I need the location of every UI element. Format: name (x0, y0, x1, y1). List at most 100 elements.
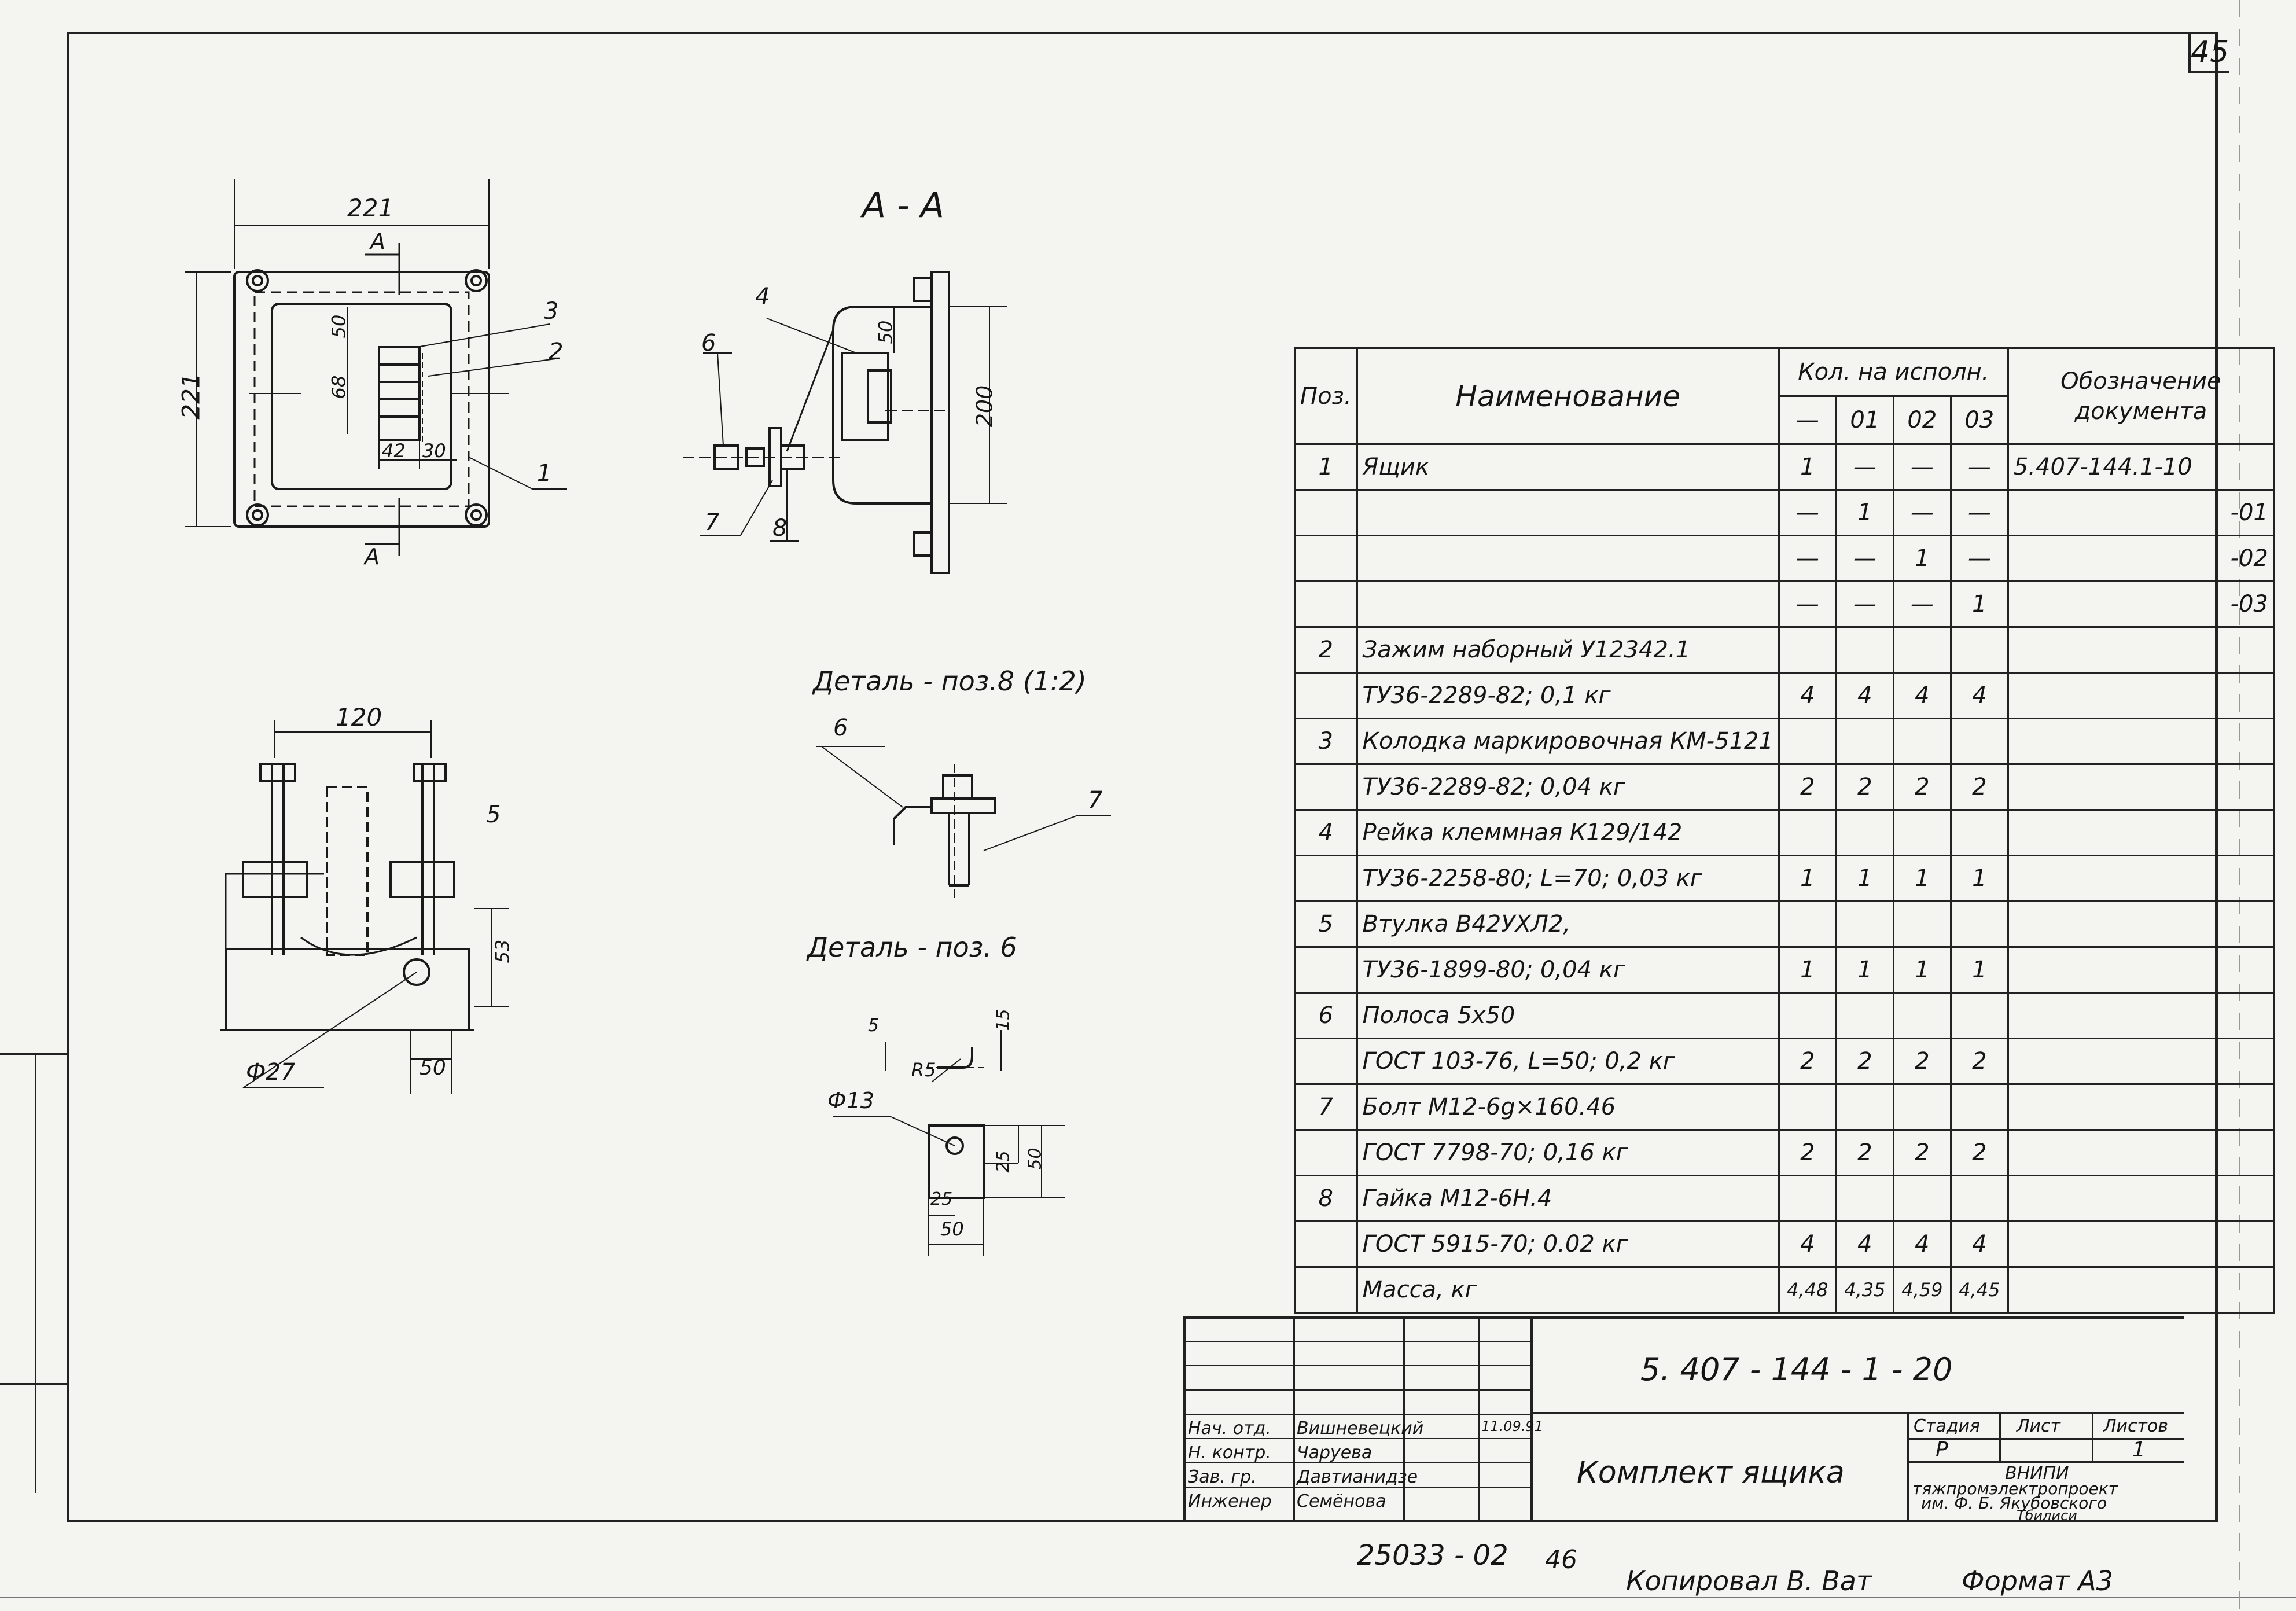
title-block: 5. 407 - 144 - 1 - 20 Комплект ящика Ста… (1183, 1316, 2184, 1524)
spec-qty: 2 (1892, 1038, 1952, 1085)
dim-side-50: 50 (420, 1056, 446, 1080)
spec-qty (1949, 809, 2009, 856)
signature-name: Давтианидзе (1297, 1467, 1418, 1487)
org-line-3: им. Ф. Б. Якубовского (1921, 1494, 2107, 1513)
margin-stamp (0, 1053, 67, 1495)
sheets-label: Листов (2103, 1416, 2169, 1436)
section-label: А - А (862, 185, 944, 226)
spec-doc (2007, 718, 2275, 765)
spec-qty: 1 (1835, 855, 1894, 902)
doc-title: Комплект ящика (1577, 1455, 1845, 1490)
spec-qty (1835, 809, 1894, 856)
spec-qty: 4 (1778, 672, 1837, 719)
spec-qty (1892, 1083, 1952, 1131)
spec-qty (1949, 626, 2009, 674)
spec-name: Полоса 5х50 (1356, 992, 1780, 1039)
signature-role: Нач. отд. (1188, 1418, 1271, 1439)
spec-pos: 2 (1294, 626, 1358, 674)
spec-row: —1——-01 (1294, 489, 2275, 536)
copied-by: Копировал В. Ват (1626, 1565, 1872, 1597)
dim-d6-15: 15 (993, 1009, 1014, 1031)
spec-doc (2007, 1129, 2275, 1176)
spec-qty: — (1778, 535, 1837, 582)
spec-qty (1949, 1175, 2009, 1222)
spec-name: ГОСТ 5915-70; 0.02 кг (1356, 1220, 1780, 1268)
sheets-value: 1 (2132, 1438, 2146, 1462)
callout-section-7: 7 (705, 509, 720, 536)
spec-row: ———1-03 (1294, 580, 2275, 628)
spec-qty: 1 (1778, 855, 1837, 902)
spec-pos (1294, 946, 1358, 994)
spec-qty: — (1949, 489, 2009, 536)
spec-pos (1294, 1038, 1358, 1085)
spec-doc (2007, 855, 2275, 902)
spec-pos (1294, 1220, 1358, 1268)
spec-qty (1835, 900, 1894, 948)
dim-d6-25v: 25 (993, 1150, 1014, 1173)
spec-name: ГОСТ 7798-70; 0,16 кг (1356, 1129, 1780, 1176)
spec-name: ТУ36-2289-82; 0,04 кг (1356, 763, 1780, 811)
spec-qty: — (1835, 443, 1894, 491)
dim-d6-50v: 50 (1025, 1147, 1046, 1170)
header-qty-col: 01 (1835, 395, 1894, 445)
spec-name: Зажим наборный У12342.1 (1356, 626, 1780, 674)
callout-section-6: 6 (701, 330, 716, 356)
spec-qty: 2 (1835, 1038, 1894, 1085)
org-line-2: тяжпромэлектропроект (1912, 1479, 2118, 1498)
dim-side-120: 120 (336, 703, 382, 731)
spec-qty: 1 (1835, 946, 1894, 994)
header-pos: Поз. (1294, 347, 1358, 445)
spec-qty: 2 (1892, 763, 1952, 811)
spec-qty: — (1835, 580, 1894, 628)
spec-qty: 4,59 (1892, 1266, 1952, 1314)
side-view (220, 720, 509, 1094)
spec-qty: 4 (1778, 1220, 1837, 1268)
stage-label: Стадия (1914, 1416, 1981, 1436)
spec-qty (1835, 1083, 1894, 1131)
spec-pos (1294, 763, 1358, 811)
spec-name: Болт М12-6g×160.46 (1356, 1083, 1780, 1131)
sheet-label: Лист (2017, 1416, 2061, 1436)
spec-doc: 5.407-144.1-10 (2007, 443, 2275, 491)
spec-qty: 4 (1892, 672, 1952, 719)
spec-qty: — (1949, 443, 2009, 491)
spec-doc (2007, 1175, 2275, 1222)
callout-side-5: 5 (486, 801, 501, 828)
spec-pos (1294, 489, 1358, 536)
spec-qty (1835, 626, 1894, 674)
signature-name: Вишневецкий (1297, 1418, 1424, 1439)
cut-mark-bottom: А (365, 544, 380, 569)
spec-qty: 4 (1835, 1220, 1894, 1268)
dim-d6-5: 5 (868, 1016, 880, 1036)
spec-qty (1835, 718, 1894, 765)
spec-pos (1294, 1129, 1358, 1176)
detail-6-label: Деталь - поз. 6 (807, 932, 1017, 963)
org-line-1: ВНИПИ (2005, 1463, 2069, 1484)
callout-front-1: 1 (537, 460, 552, 487)
spec-qty: 2 (1778, 763, 1837, 811)
callout-section-8: 8 (772, 515, 788, 542)
spec-pos: 3 (1294, 718, 1358, 765)
spec-doc: -01 (2007, 489, 2275, 536)
callout-front-2: 2 (549, 339, 564, 365)
callout-detail8-6: 6 (833, 715, 848, 741)
spec-qty: 4 (1892, 1220, 1952, 1268)
dim-side-phi27: Ф27 (246, 1059, 296, 1086)
spec-qty: 2 (1835, 1129, 1894, 1176)
margin-stamp-line (0, 1383, 67, 1385)
spec-qty: — (1835, 535, 1894, 582)
spec-doc (2007, 1083, 2275, 1131)
spec-qty (1778, 809, 1837, 856)
detail-8-view (816, 746, 1111, 903)
spec-doc (2007, 1220, 2275, 1268)
dim-inner-50: 50 (328, 314, 350, 339)
spec-qty (1892, 1175, 1952, 1222)
spec-qty: 1 (1949, 946, 2009, 994)
